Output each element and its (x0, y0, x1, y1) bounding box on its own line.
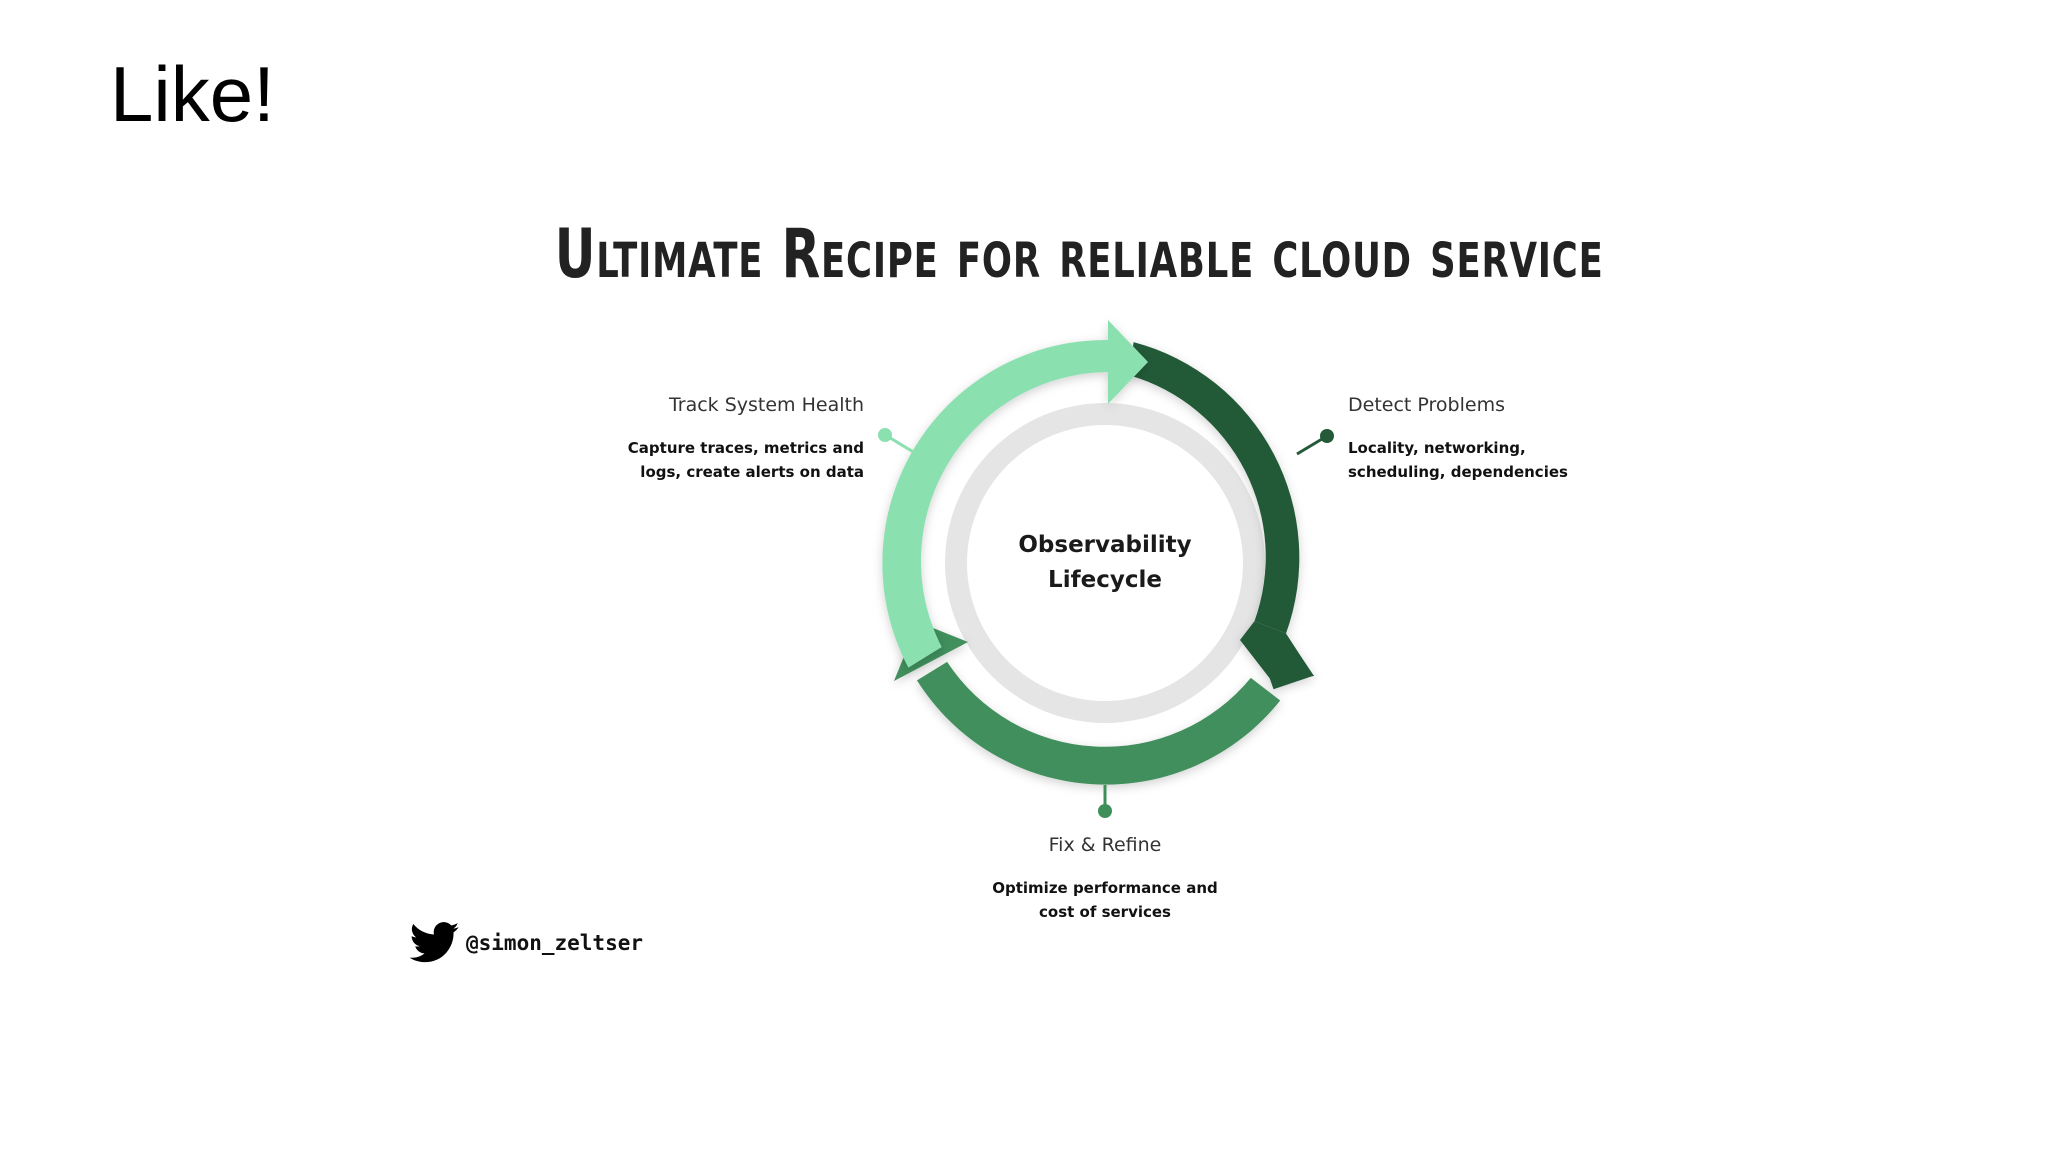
stage-desc-detect-problems: Locality, networking, scheduling, depend… (1348, 439, 1568, 481)
slide-title: Like! (110, 50, 275, 138)
center-disc (967, 425, 1243, 701)
connector-dot-track-system-health (878, 428, 892, 442)
stage-title-track-system-health: Track System Health (668, 394, 864, 416)
center-label-line2: Lifecycle (1048, 567, 1162, 593)
connector-dot-detect-problems (1320, 429, 1334, 443)
stage-title-detect-problems: Detect Problems (1348, 394, 1505, 416)
author-credit: @simon_zeltser (410, 918, 643, 968)
stage-desc-fix-refine: Optimize performance and cost of service… (992, 879, 1218, 921)
twitter-bird-icon (410, 922, 460, 963)
center-label: Observability Lifecycle (980, 528, 1230, 598)
stage-title-fix-refine: Fix & Refine (1048, 834, 1162, 856)
twitter-handle: @simon_zeltser (466, 931, 644, 955)
stage-desc-track-system-health: Capture traces, metrics and logs, create… (627, 439, 864, 481)
connector-dot-fix-refine (1098, 804, 1112, 818)
center-label-line1: Observability (1018, 532, 1192, 558)
connector-track-system-health (886, 434, 916, 455)
arc-detect-problems (1129, 342, 1315, 690)
arc-track-system-health (882, 320, 1148, 668)
